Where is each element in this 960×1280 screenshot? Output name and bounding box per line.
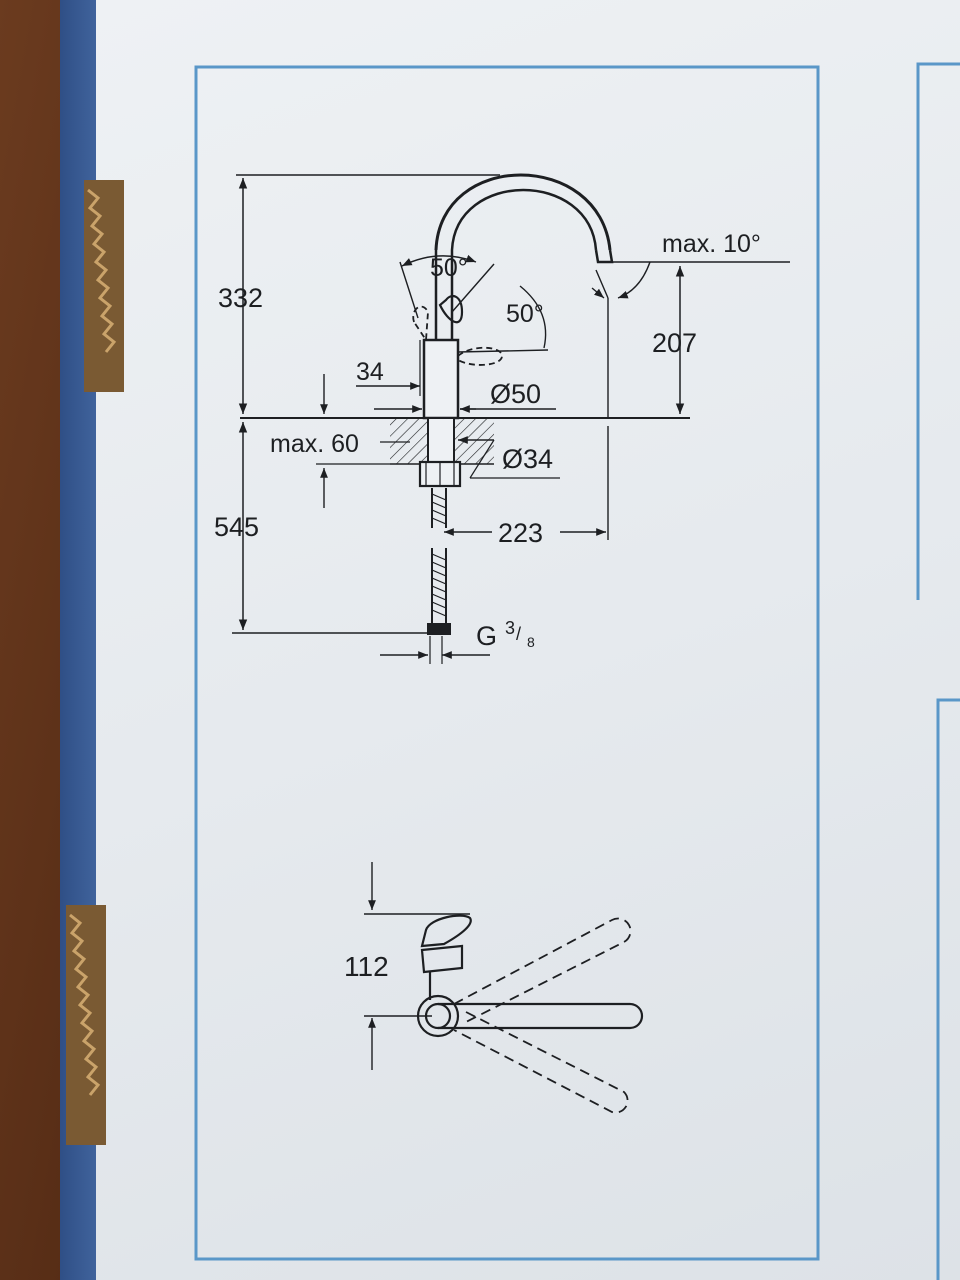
dim-o34-leader xyxy=(469,439,495,479)
label-g-fraction-num: 3 xyxy=(505,618,515,638)
tilt-line xyxy=(595,269,609,299)
label-207: 207 xyxy=(652,328,697,358)
angle-right-horizontal xyxy=(457,349,549,353)
angle-50-arc-top xyxy=(401,254,477,267)
label-angle-right: 50° xyxy=(506,300,544,328)
label-545: 545 xyxy=(214,512,259,542)
hose-fitting xyxy=(427,623,451,635)
handle-center xyxy=(438,294,464,324)
faucet-body xyxy=(422,338,460,420)
label-tilt: max. 10° xyxy=(662,230,761,258)
label-112: 112 xyxy=(344,951,389,982)
spout-swing-right xyxy=(453,1011,629,1114)
lever-handle-profile xyxy=(420,914,472,948)
spout-swing-left xyxy=(453,917,632,1023)
lever-body-profile xyxy=(420,944,464,974)
spout-arc-outer xyxy=(434,173,612,251)
spout-arc-inner xyxy=(450,188,598,251)
label-o34: Ø34 xyxy=(502,444,553,474)
supply-hose-upper xyxy=(431,488,447,528)
handle-left-ghost xyxy=(412,305,429,343)
drawing-frame xyxy=(194,65,820,1261)
label-223: 223 xyxy=(498,518,543,548)
label-332: 332 xyxy=(218,283,263,313)
angle-right-line xyxy=(451,263,495,313)
tilt-arrow xyxy=(591,287,605,299)
tilt-arc xyxy=(617,261,651,299)
handle-right-ghost xyxy=(457,346,503,366)
label-o50: Ø50 xyxy=(490,379,541,409)
angle-left-line xyxy=(399,261,419,319)
label-g-thread: G xyxy=(476,621,497,651)
front-view xyxy=(232,173,790,664)
label-angle-left: 50° xyxy=(430,254,468,282)
label-g-fraction-slash: / xyxy=(516,624,521,644)
supply-hose-lower xyxy=(431,548,447,624)
label-34: 34 xyxy=(356,358,384,386)
adjacent-frame-bottom xyxy=(936,698,960,1280)
spout-tip xyxy=(594,249,614,264)
cardboard-flap-bottom xyxy=(66,905,106,1145)
body-base-outer xyxy=(416,994,460,1038)
label-g-fraction-den: 8 xyxy=(527,634,535,650)
label-max-60: max. 60 xyxy=(270,430,359,458)
angle-50-arc-right xyxy=(519,285,547,349)
cardboard-flap-top xyxy=(84,180,124,392)
shank xyxy=(427,417,455,465)
spout-straight xyxy=(438,1002,644,1030)
adjacent-frame-top xyxy=(916,62,960,600)
top-view xyxy=(364,862,644,1114)
